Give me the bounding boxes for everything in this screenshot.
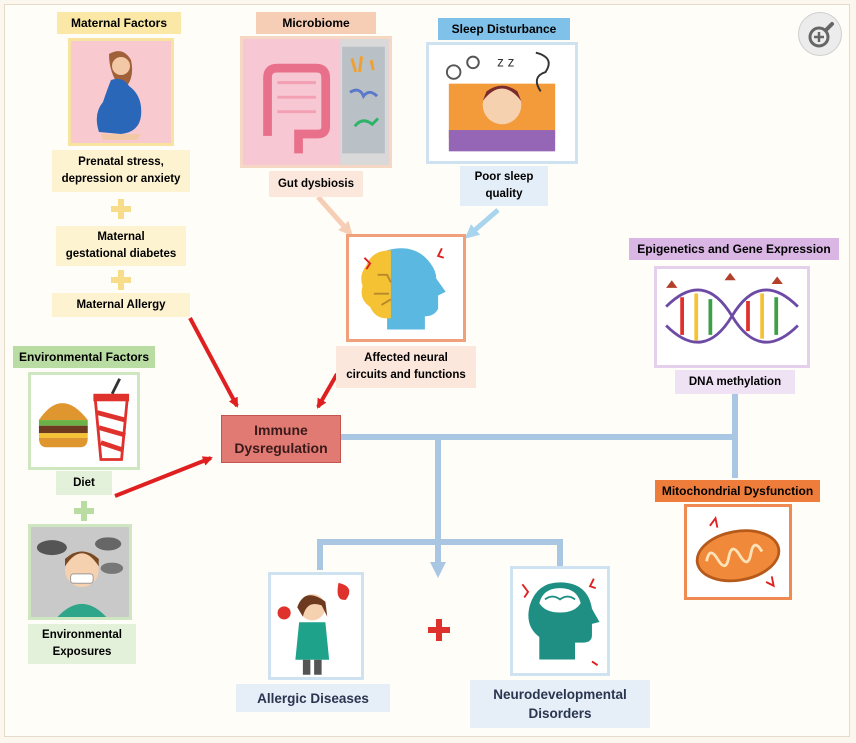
mitochondria-image	[684, 504, 792, 600]
blue-connectors	[317, 392, 738, 578]
maternal-factors-header: Maternal Factors	[57, 12, 181, 34]
burger-drink-icon	[38, 378, 130, 461]
arrow-neural-to-immune	[316, 373, 339, 409]
environmental-factors-header: Environmental Factors	[13, 346, 155, 368]
sleep-disturbance-header: Sleep Disturbance	[438, 18, 570, 40]
plus-icon-maternal-1	[111, 199, 131, 219]
arrow-gut-to-neural	[316, 195, 353, 236]
sleepless-child-icon: z z	[445, 51, 556, 152]
plus-icon-maternal-2	[111, 270, 131, 290]
dna-helix-icon	[665, 272, 799, 344]
arrow-sleep-to-neural	[464, 208, 500, 239]
dna-methylation-label: DNA methylation	[675, 370, 795, 394]
zoom-in-icon	[808, 22, 834, 48]
head-brain-icon	[521, 578, 600, 666]
neurodevelopmental-disorders-label: Neurodevelopmental Disorders	[470, 680, 650, 728]
allergic-image	[268, 572, 364, 680]
plus-icon-outcomes	[428, 619, 450, 641]
mitochondrial-dysfunction-header: Mitochondrial Dysfunction	[655, 480, 820, 502]
microbiome-header: Microbiome	[256, 12, 376, 34]
diet-label: Diet	[56, 471, 112, 495]
neural-circuits-image	[346, 234, 466, 342]
gestational-diabetes-label: Maternal gestational diabetes	[56, 226, 186, 266]
prenatal-stress-label: Prenatal stress, depression or anxiety	[52, 150, 190, 192]
arrow-diet-to-immune	[114, 456, 213, 498]
mitochondria-icon	[695, 516, 781, 588]
immune-dysregulation-box: Immune Dysregulation	[221, 415, 341, 463]
brain-circuit-icon	[361, 247, 446, 330]
masked-child-icon	[36, 537, 124, 617]
maternal-allergy-label: Maternal Allergy	[52, 293, 190, 317]
arrow-maternal-to-immune	[188, 317, 239, 408]
diet-image	[28, 372, 140, 470]
pregnant-woman-icon	[96, 51, 142, 140]
sneezing-child-icon	[277, 582, 350, 675]
zoom-button[interactable]	[798, 12, 842, 56]
svg-text:z z: z z	[497, 54, 515, 69]
dna-image	[654, 266, 810, 368]
allergic-diseases-label: Allergic Diseases	[236, 684, 390, 712]
plus-icon-environmental	[74, 501, 94, 521]
pregnant-woman-image	[68, 38, 174, 146]
neuro-image	[510, 566, 610, 676]
epigenetics-header: Epigenetics and Gene Expression	[629, 238, 839, 260]
affected-neural-label: Affected neural circuits and functions	[336, 346, 476, 388]
gut-image	[240, 36, 392, 168]
sleep-image: z z	[426, 42, 578, 164]
pollution-image	[28, 524, 132, 620]
gut-dysbiosis-label: Gut dysbiosis	[269, 171, 363, 197]
environmental-exposures-label: Environmental Exposures	[28, 624, 136, 664]
intestine-icon	[243, 39, 389, 165]
poor-sleep-quality-label: Poor sleep quality	[460, 166, 548, 206]
